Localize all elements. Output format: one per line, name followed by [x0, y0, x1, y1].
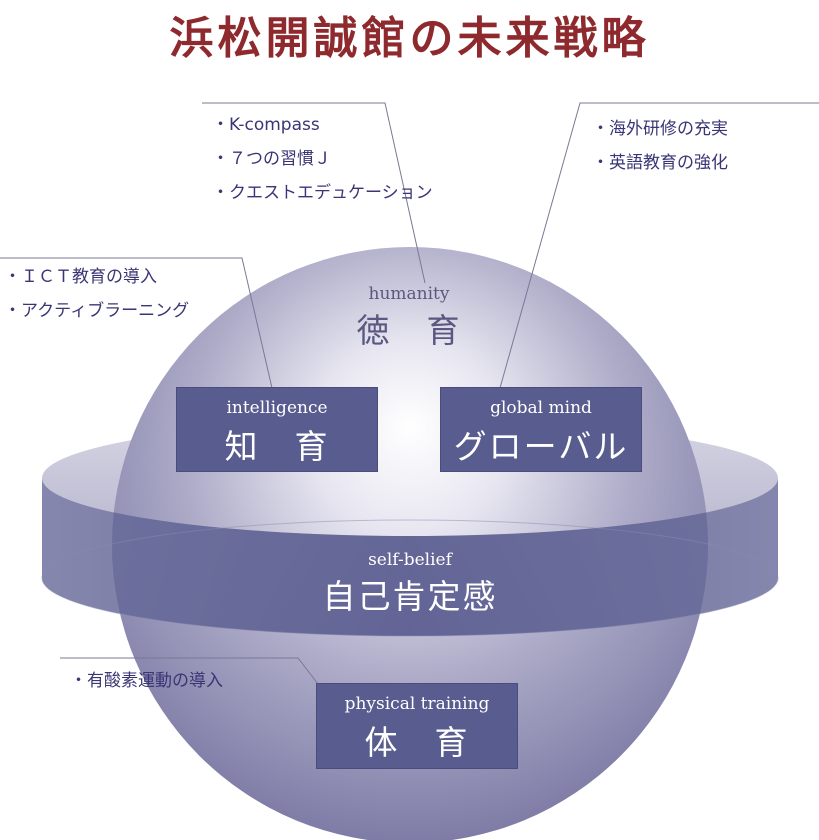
intelligence-jp: 知 育 — [224, 427, 330, 466]
global-box: global mind グローバル — [440, 387, 642, 472]
note-intelligence: ・ＩＣＴ教育の導入 ・アクティブラーニング — [4, 260, 189, 328]
leader-line-global — [499, 102, 819, 389]
self-belief-en: self-belief — [368, 550, 452, 570]
page-title: 浜松開誠館の未来戦略 — [169, 13, 650, 64]
leader-line-humanity — [202, 102, 426, 284]
note-humanity-item: ・７つの習慣Ｊ — [212, 149, 331, 169]
self-belief-jp: 自己肯定感 — [322, 577, 498, 616]
self-belief-label: self-belief 自己肯定感 — [299, 550, 521, 618]
note-humanity-item: ・クエストエデュケーション — [212, 183, 433, 203]
ring-bottom-edge — [41, 519, 779, 637]
note-intelligence-item: ・アクティブラーニング — [4, 301, 190, 321]
note-global-item: ・海外研修の充実 — [592, 119, 728, 139]
leader-line-intelligence — [0, 257, 273, 389]
intelligence-en: intelligence — [226, 398, 328, 418]
note-global: ・海外研修の充実 ・英語教育の強化 — [592, 112, 728, 180]
global-jp: グローバル — [453, 427, 629, 466]
humanity-jp: 徳 育 — [356, 311, 462, 350]
note-global-item: ・英語教育の強化 — [592, 153, 728, 173]
note-humanity: ・K-compass ・７つの習慣Ｊ ・クエストエデュケーション — [212, 108, 433, 210]
leader-line-physical — [60, 657, 319, 685]
ring-band — [42, 478, 778, 636]
physical-en: physical training — [344, 694, 490, 714]
note-physical: ・有酸素運動の導入 — [70, 664, 223, 698]
ring-sphere-overlap — [112, 478, 708, 636]
intelligence-box: intelligence 知 育 — [176, 387, 378, 472]
note-intelligence-item: ・ＩＣＴ教育の導入 — [4, 267, 157, 287]
physical-box: physical training 体 育 — [316, 683, 518, 769]
humanity-label: humanity 徳 育 — [309, 284, 509, 352]
humanity-en: humanity — [368, 284, 450, 304]
physical-jp: 体 育 — [364, 723, 470, 762]
note-physical-item: ・有酸素運動の導入 — [70, 671, 223, 691]
note-humanity-item: ・K-compass — [212, 115, 320, 135]
global-en: global mind — [490, 398, 592, 418]
